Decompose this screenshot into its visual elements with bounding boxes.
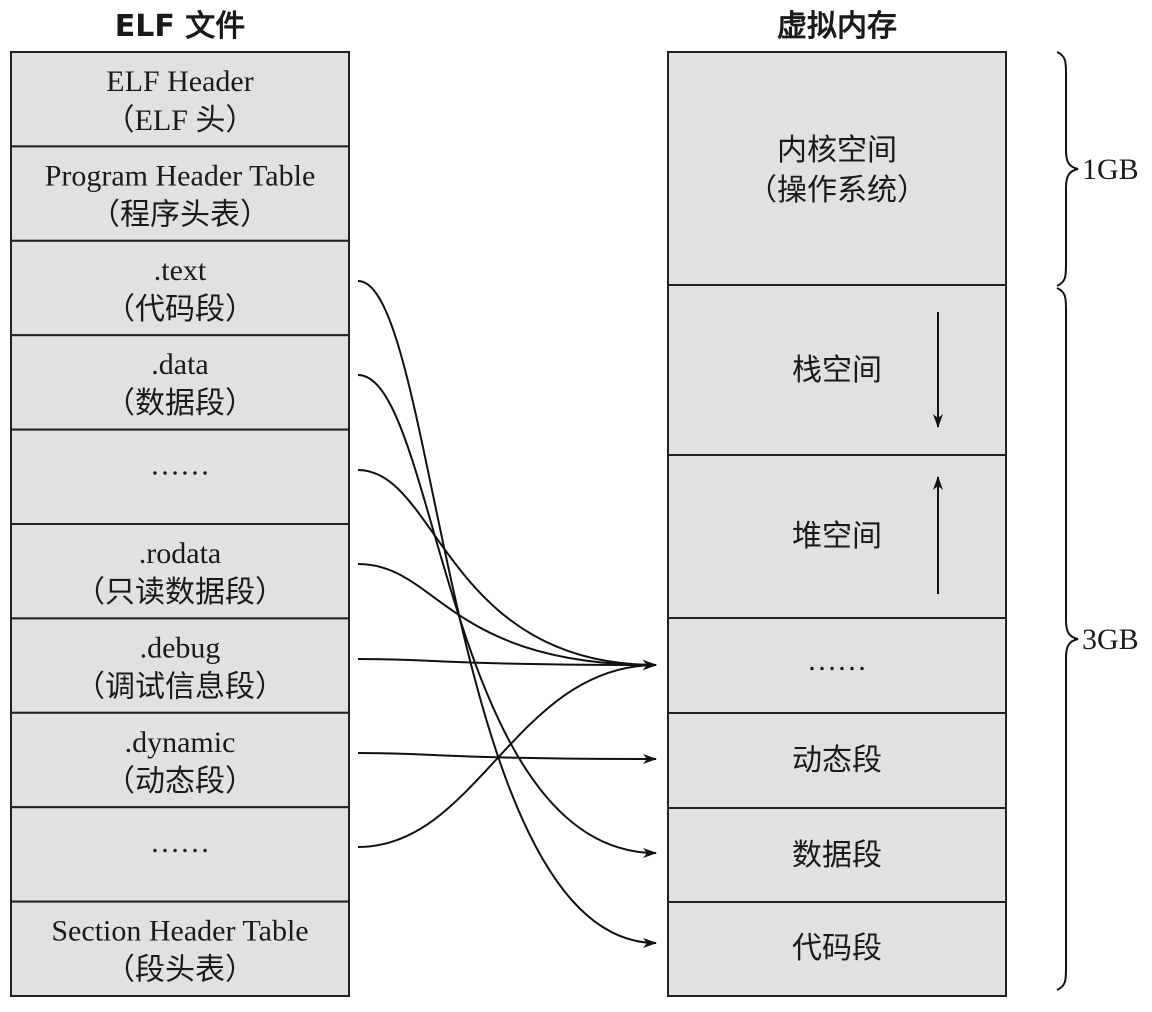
section-header-table-sublabel: （段头表） [105,954,255,987]
mapping-arrow-ellipsis-section-1-to-ellipsis-region [357,469,657,670]
dynamic-segment: 动态段 [667,712,1007,809]
section-header-table-box [10,900,350,997]
ellipsis-section-2: …… [10,806,350,903]
dynamic-segment-label: 动态段 [792,744,882,777]
stack-space-label: 栈空间 [792,354,882,387]
program-header-table: Program Header Table （程序头表） [10,145,350,242]
elf-header-box [10,51,350,148]
mapping-arrow-ellipsis-section-2-to-ellipsis-region [357,660,657,848]
data-segment-box [667,807,1007,903]
mapping-arrows [357,280,657,948]
mapping-arrow-dynamic-section-to-dynamic-segment [357,752,657,764]
dynamic-section-label: .dynamic [125,726,236,759]
rodata-section-box [10,523,350,620]
mapping-arrow-debug-section-to-ellipsis-region [357,658,657,670]
kernel-space-box [667,51,1007,286]
debug-section-label: .debug [140,631,221,664]
elf-file-column: ELF Header （ELF 头） Program Header Table （程序… [10,51,350,997]
heap-space: 堆空间 [667,454,1007,619]
mapping-arrow-text-section-to-code-segment [357,280,657,948]
label-1gb: 1GB [1082,153,1139,186]
heap-space-box [667,454,1007,619]
stack-space-box [667,284,1007,456]
memory-size-braces: 1GB 3GB [1056,51,1139,991]
debug-section: .debug （调试信息段） [10,617,350,714]
ellipsis-region-box [667,617,1007,714]
program-header-table-sublabel: （程序头表） [90,198,270,231]
elf-file-title: ELF 文件 [115,9,246,44]
ellipsis-section-1-box [10,428,350,526]
data-segment: 数据段 [667,807,1007,903]
data-section-label: .data [151,348,208,381]
ellipsis-region-label: …… [807,644,867,677]
mapping-arrow-rodata-section-to-ellipsis-region [357,563,657,670]
ellipsis-section-1: …… [10,428,350,526]
brace-3gb [1056,287,1079,991]
debug-section-sublabel: （调试信息段） [75,670,285,703]
data-section-box [10,334,350,431]
kernel-space: 内核空间 （操作系统） [667,51,1007,286]
text-section-label: .text [154,254,207,287]
rodata-section-label: .rodata [139,537,221,570]
ellipsis-section-2-label: …… [150,826,210,859]
program-header-table-box [10,145,350,242]
code-segment-label: 代码段 [792,932,882,965]
dynamic-segment-box [667,712,1007,809]
heap-space-label: 堆空间 [792,520,882,553]
label-3gb: 3GB [1082,623,1139,656]
code-segment: 代码段 [667,901,1007,997]
program-header-table-label: Program Header Table [45,159,316,192]
brace-1gb [1056,51,1079,287]
data-segment-label: 数据段 [792,839,882,872]
elf-header-label: ELF Header [106,65,253,98]
dynamic-section-sublabel: （动态段） [105,765,255,798]
dynamic-section: .dynamic （动态段） [10,711,350,809]
stack-space: 栈空间 [667,284,1007,456]
section-header-table: Section Header Table （段头表） [10,900,350,997]
ellipsis-region: …… [667,617,1007,714]
data-section: .data （数据段） [10,334,350,431]
dynamic-section-box [10,711,350,809]
virtual-memory-title: 虚拟内存 [777,9,897,44]
text-section-box [10,239,350,337]
elf-header-sublabel: （ELF 头） [105,104,256,137]
elf-header: ELF Header （ELF 头） [10,51,350,148]
text-section-sublabel: （代码段） [105,293,255,326]
data-section-sublabel: （数据段） [105,387,255,420]
section-header-table-label: Section Header Table [51,915,308,948]
kernel-space-sublabel: （操作系统） [747,174,927,207]
code-segment-box [667,901,1007,997]
ellipsis-section-1-label: …… [150,449,210,482]
rodata-section-sublabel: （只读数据段） [75,576,285,609]
rodata-section: .rodata （只读数据段） [10,523,350,620]
kernel-space-label: 内核空间 [777,134,897,167]
text-section: .text （代码段） [10,239,350,337]
